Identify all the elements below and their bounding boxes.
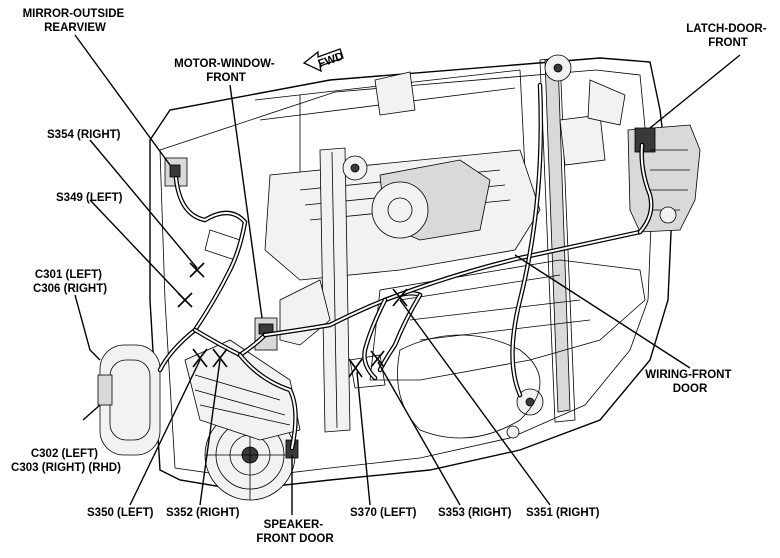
label-s351: S351 (RIGHT) [526, 507, 600, 519]
grommet-connector [97, 344, 161, 456]
label-s370: S370 (LEFT) [350, 507, 417, 519]
pulley-top-right [544, 54, 572, 82]
window-motor-connector [254, 279, 331, 351]
door-latch [627, 124, 701, 233]
label-c301-c306: C301 (LEFT) C306 (RIGHT) [33, 269, 107, 295]
label-latch-door-front: LATCH-DOOR- FRONT [686, 23, 769, 49]
leader-lines [74, 34, 741, 515]
pulley-top-left [342, 155, 368, 181]
splice-s370-marker [348, 358, 363, 378]
label-s353: S353 (RIGHT) [438, 507, 512, 519]
splice-s351-marker [392, 288, 408, 307]
fwd-label: FWD [317, 50, 346, 70]
callout-labels: MIRROR-OUTSIDE REARVIEW MOTOR-WINDOW- FR… [11, 8, 769, 545]
label-wiring-front-door: WIRING-FRONT DOOR [645, 369, 734, 395]
label-mirror-outside-rearview: MIRROR-OUTSIDE REARVIEW [23, 8, 128, 34]
label-s354: S354 (RIGHT) [47, 129, 121, 141]
splice-s353-marker [370, 350, 385, 368]
label-c302-c303: C302 (LEFT) C303 (RIGHT) (RHD) [11, 448, 121, 474]
label-motor-window-front: MOTOR-WINDOW- FRONT [174, 58, 278, 84]
door-illustration [97, 54, 701, 501]
label-s352: S352 (RIGHT) [166, 507, 240, 519]
label-speaker-front-door: SPEAKER- FRONT DOOR [256, 519, 334, 545]
splice-s350-marker [192, 348, 208, 368]
label-s350: S350 (LEFT) [87, 507, 154, 519]
splice-s352-marker [212, 348, 228, 368]
splice-s354-marker [189, 262, 205, 278]
mirror-connector [164, 157, 188, 187]
fwd-arrow-icon: FWD [302, 48, 346, 73]
label-s349: S349 (LEFT) [56, 192, 123, 204]
